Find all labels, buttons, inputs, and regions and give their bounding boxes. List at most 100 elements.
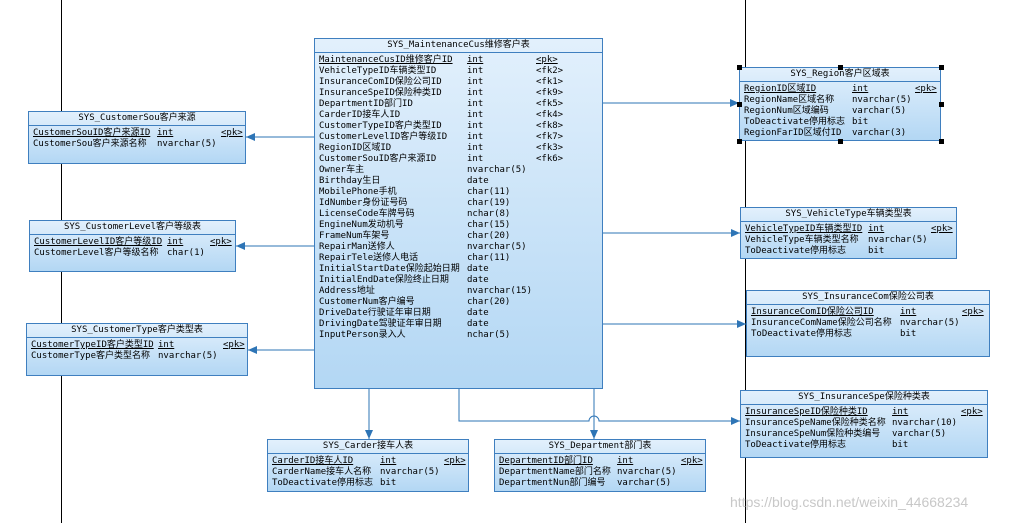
table-title: SYS_InsuranceSpe保险种类表 — [741, 391, 987, 405]
table-sys-insurancespe[interactable]: SYS_InsuranceSpe保险种类表 InsuranceSpeID保险种类… — [740, 390, 988, 458]
column-key — [536, 209, 602, 220]
table-title: SYS_VehicleType车辆类型表 — [741, 208, 956, 222]
selection-handle-right[interactable] — [939, 102, 944, 107]
column-type: nvarchar(5) — [467, 165, 527, 175]
selection-handle-top-right[interactable] — [939, 65, 944, 70]
table-sys-vehicletype[interactable]: SYS_VehicleType车辆类型表 VehicleTypeID车辆类型ID… — [740, 207, 957, 259]
column-name: MaintenanceCusID维修客户ID — [319, 55, 453, 65]
column-key — [961, 429, 987, 440]
column-type: nvarchar(5) — [868, 235, 928, 245]
column-key: <fk5> — [536, 99, 564, 109]
column-name: InsuranceSpeName保险种类名称 — [745, 418, 886, 428]
column-key — [536, 286, 602, 297]
selection-handle-left[interactable] — [737, 102, 742, 107]
column-name: ToDeactivate停用标志 — [745, 440, 847, 450]
column-type: char(19) — [467, 198, 511, 208]
selection-handle-bottom-right[interactable] — [939, 139, 944, 144]
selection-handle-top-left[interactable] — [737, 65, 742, 70]
column-key — [210, 248, 235, 259]
column-type: nvarchar(5) — [467, 242, 527, 252]
column-type: bit — [892, 440, 909, 450]
table-sys-customerlevel[interactable]: SYS_CustomerLevel客户等级表 CustomerLevelID客户… — [29, 220, 236, 272]
column-name: InsuranceSpeID保险种类ID — [745, 407, 868, 417]
column-name: CustomerType客户类型名称 — [31, 351, 151, 361]
table-sys-customertype[interactable]: SYS_CustomerType客户类型表 CustomerTypeID客户类型… — [26, 323, 248, 376]
selection-handle-bottom[interactable] — [838, 139, 843, 144]
column-type: nvarchar(5) — [852, 95, 912, 105]
column-type: bit — [852, 117, 869, 127]
column-key — [915, 106, 940, 117]
column-name: DepartmentID部门ID — [319, 99, 413, 109]
column-name: CarderID接车人ID — [319, 110, 401, 120]
column-name: InsuranceSpeNum保险种类编号 — [745, 429, 881, 439]
column-name: CustomerNum客户编号 — [319, 297, 415, 307]
watermark-url: https://blog.csdn.net/weixin_44668234 — [730, 494, 969, 510]
column-type: char(20) — [467, 231, 511, 241]
table-title: SYS_CustomerSou客户来源 — [29, 112, 245, 126]
column-name: ToDeactivate停用标志 — [272, 478, 374, 488]
column-name: IdNumber身份证号码 — [319, 198, 408, 208]
column-type: bit — [868, 246, 885, 256]
column-key: <pk> — [223, 340, 245, 350]
column-key — [931, 235, 956, 246]
column-name: CarderName接车人名称 — [272, 467, 372, 477]
column-key: <pk> — [915, 84, 937, 94]
table-sys-insurancecom[interactable]: SYS_InsuranceCom保险公司表 InsuranceComID保险公司… — [746, 290, 990, 357]
column-name: RegionID区域ID — [744, 84, 817, 94]
column-name: Owner车主 — [319, 165, 365, 175]
column-type: varchar(5) — [852, 106, 907, 116]
column-name: RegionFarID区域付ID — [744, 128, 842, 138]
column-type: int — [467, 66, 484, 76]
column-key — [536, 319, 602, 330]
column-name: VehicleTypeID车辆类型ID — [319, 66, 437, 76]
column-key: <fk4> — [536, 110, 564, 120]
column-key: <fk7> — [536, 132, 564, 142]
column-type: char(1) — [167, 248, 205, 258]
column-name: RegionID区域ID — [319, 143, 392, 153]
column-type: int — [467, 110, 484, 120]
column-type: int — [167, 237, 184, 247]
column-key: <fk1> — [536, 77, 564, 87]
column-type: int — [157, 128, 174, 138]
column-key — [681, 478, 705, 489]
column-name: DepartmentID部门ID — [499, 456, 593, 466]
column-key — [915, 95, 940, 106]
column-name: CarderID接车人ID — [272, 456, 354, 466]
column-type: int — [892, 407, 909, 417]
selection-handle-bottom-left[interactable] — [737, 139, 742, 144]
table-sys-maintenancecus[interactable]: SYS_MaintenanceCus维修客户表 MaintenanceCusID… — [314, 38, 603, 389]
selection-handle-top[interactable] — [838, 65, 843, 70]
column-row: IdNumber身份证号码 char(19) — [319, 198, 602, 209]
column-name: DepartmentName部门名称 — [499, 467, 611, 477]
column-name: DriveDate行驶证年审日期 — [319, 308, 431, 318]
column-type: int — [868, 224, 885, 234]
column-key — [536, 253, 602, 264]
table-title: SYS_Region客户区域表 — [740, 68, 940, 82]
